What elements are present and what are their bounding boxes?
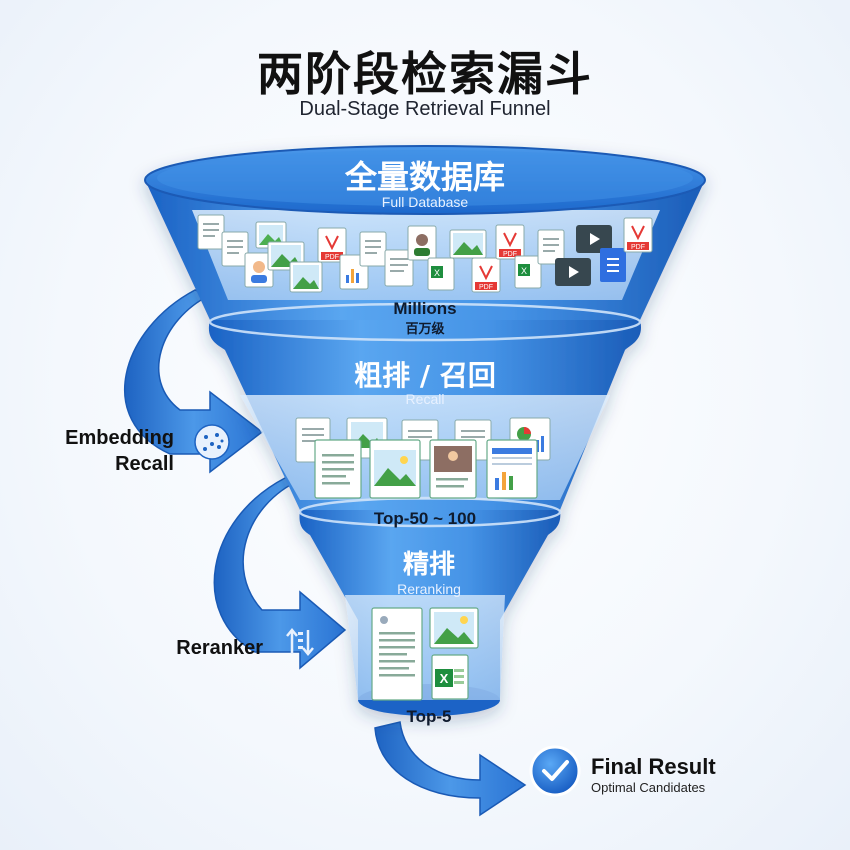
- video-icon: [576, 225, 612, 253]
- embedding-icon: [194, 424, 230, 460]
- rerank-documents: X: [371, 607, 479, 701]
- page-title: 两阶段检索漏斗: [257, 47, 593, 101]
- sort-icon: [286, 628, 314, 656]
- pdf-icon: PDF: [495, 224, 525, 260]
- stage-recall-title: 粗排 / 召回: [354, 359, 496, 392]
- recall-count: Top-50 ~ 100: [374, 509, 476, 528]
- image-icon: [429, 607, 479, 649]
- embedding-label-line2: Recall: [115, 453, 174, 475]
- reranker-flow-arrow: [213, 477, 347, 670]
- svg-text:PDF: PDF: [479, 284, 493, 291]
- document-icon: [359, 231, 387, 267]
- svg-text:X: X: [434, 268, 440, 278]
- image-icon: [369, 439, 421, 499]
- final-result-title: Final Result: [591, 754, 716, 779]
- full-db-count: Millions: [393, 299, 456, 318]
- reranker-label: Reranker: [176, 637, 263, 659]
- document-icon: [371, 607, 423, 701]
- final-result: Final Result Optimal Candidates: [529, 745, 716, 797]
- full-db-documents: PDF X PDF PDF X PDF: [197, 214, 653, 293]
- svg-text:X: X: [440, 671, 449, 686]
- rerank-count: Top-5: [406, 707, 451, 726]
- spreadsheet-icon: X: [514, 255, 542, 289]
- document-icon: [197, 214, 225, 250]
- profile-icon: [244, 252, 274, 288]
- final-result-subtitle: Optimal Candidates: [591, 780, 706, 795]
- profile-icon: [407, 225, 437, 261]
- page-subtitle: Dual-Stage Retrieval Funnel: [299, 98, 551, 120]
- svg-text:PDF: PDF: [503, 251, 517, 258]
- stage-full-db-subtitle: Full Database: [382, 194, 469, 210]
- stage-recall-subtitle: Recall: [406, 391, 445, 407]
- document-icon: [600, 248, 626, 282]
- document-icon: [384, 249, 414, 287]
- checkmark-icon: [529, 745, 581, 797]
- svg-text:X: X: [521, 266, 527, 276]
- svg-text:PDF: PDF: [325, 254, 339, 261]
- document-icon: [314, 439, 362, 499]
- stage-full-db-title: 全量数据库: [344, 158, 505, 196]
- document-icon: [537, 229, 565, 265]
- document-icon: [221, 231, 249, 267]
- pdf-icon: PDF: [471, 257, 501, 293]
- embedding-label-line1: Embedding: [65, 427, 174, 449]
- final-flow-arrow: [374, 721, 527, 817]
- stage-rerank-subtitle: Reranking: [397, 581, 461, 597]
- image-icon: [449, 229, 487, 259]
- stage-rerank-title: 精排: [403, 550, 455, 580]
- video-icon: [555, 258, 591, 286]
- recall-documents: [295, 417, 551, 499]
- full-db-count-zh: 百万级: [405, 321, 445, 337]
- pdf-icon: PDF: [317, 227, 347, 263]
- image-icon: [289, 261, 323, 293]
- flow-arrows: [123, 289, 527, 817]
- svg-text:PDF: PDF: [631, 244, 645, 251]
- image-icon: [429, 439, 477, 499]
- spreadsheet-icon: X: [431, 654, 469, 700]
- spreadsheet-icon: X: [427, 257, 455, 291]
- spreadsheet-icon: [486, 439, 538, 499]
- pdf-icon: PDF: [623, 217, 653, 253]
